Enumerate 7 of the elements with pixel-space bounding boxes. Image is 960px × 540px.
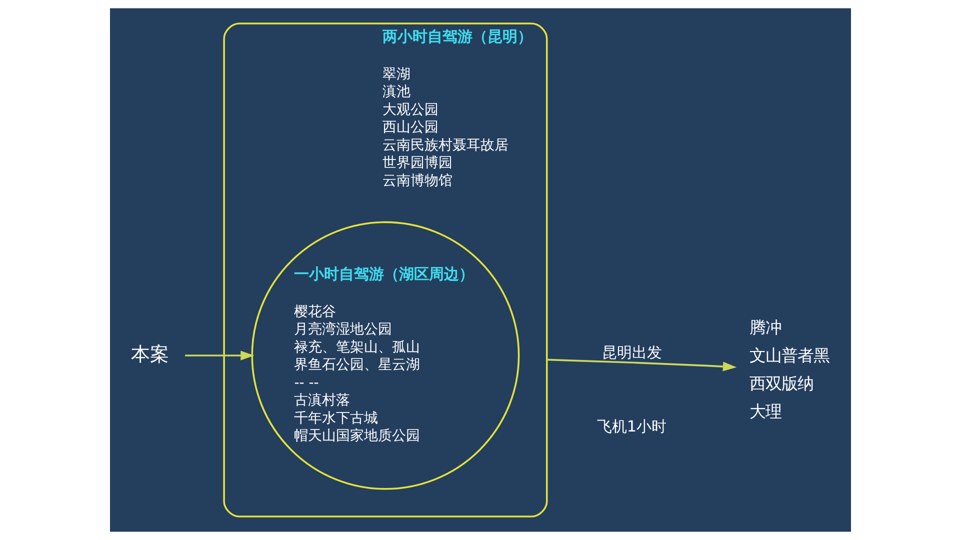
edge-label: 昆明出发 (601, 344, 662, 362)
node-text: 腾冲 文山普者黑 西双版纳 大理 (749, 318, 830, 421)
arrow (546, 358, 736, 372)
arrow (184, 350, 254, 360)
node-circle: 一小时自驾游（湖区周边） 樱花谷 月亮湾湿地公园 禄充、笔架山、孤山 界鱼石公园、星云湖 -- -- 古滇村落 千年水下古城 帽天山国家地质公园 (250, 221, 520, 490)
node-text: 本案 (130, 344, 168, 366)
label: 飞机1小时 (596, 418, 666, 436)
